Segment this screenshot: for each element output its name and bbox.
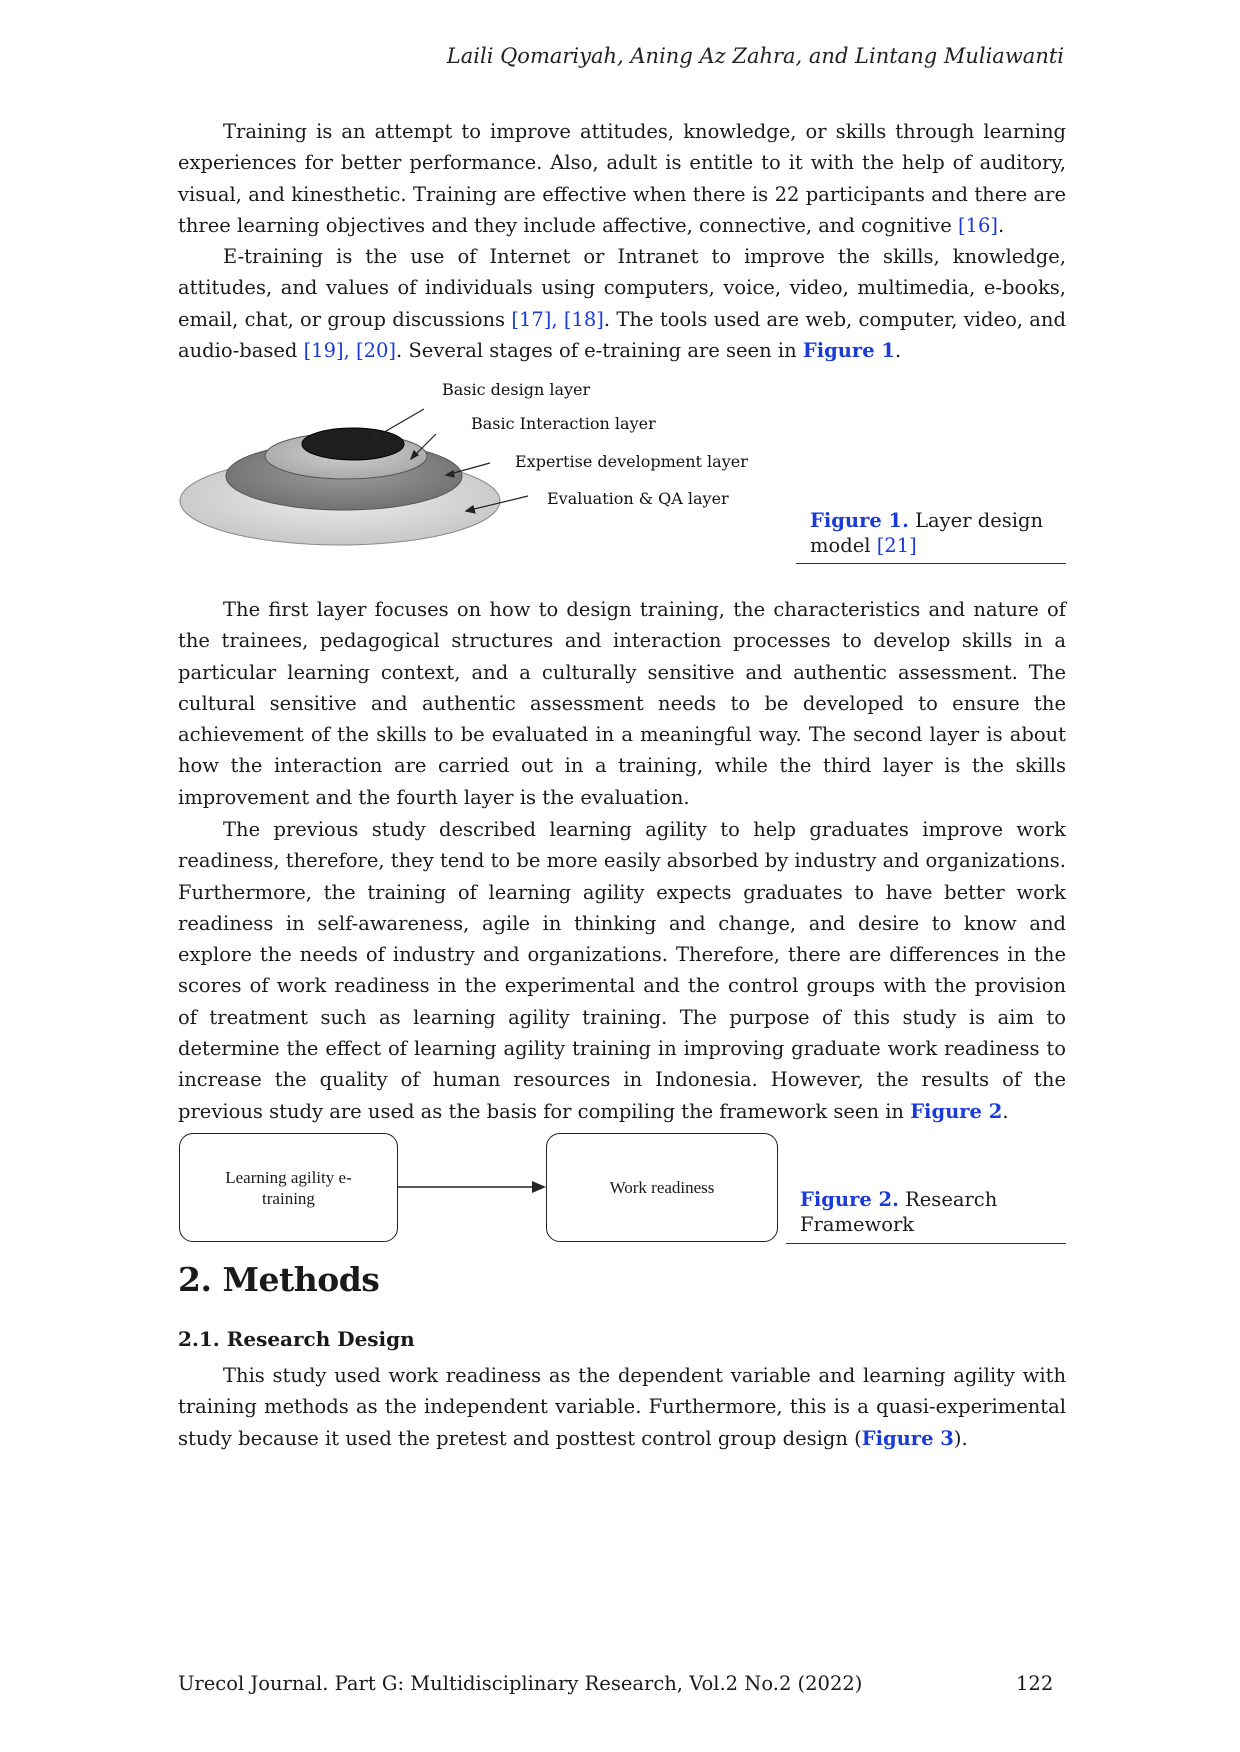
arrowhead: [369, 430, 381, 441]
paragraph-text: The first layer focuses on how to design…: [178, 598, 1066, 809]
box-work-readiness: Work readiness: [546, 1133, 778, 1242]
paragraph-previous-study: The previous study described learning ag…: [178, 818, 1066, 1123]
leader-line: [373, 408, 425, 439]
caption-text: Research Framework: [800, 1188, 998, 1236]
box-label: Learning agility e-training: [225, 1167, 352, 1208]
paragraph-text: Training is an attempt to improve attitu…: [178, 120, 1066, 237]
arrowhead: [444, 470, 455, 478]
layer-model-diagram: [179, 408, 529, 546]
framework-arrow: [398, 1181, 546, 1193]
paragraph-training: Training is an attempt to improve attitu…: [178, 120, 1066, 237]
label-basic-interaction-layer: Basic Interaction layer: [471, 414, 656, 433]
figure-1-layer-model: Basic design layer Basic Interaction lay…: [178, 376, 748, 561]
caption-rule: [796, 563, 1066, 564]
figure-1-label[interactable]: Figure 1.: [810, 509, 909, 532]
box-label: Work readiness: [609, 1178, 715, 1197]
leader-line: [413, 433, 437, 457]
arrowhead: [464, 505, 476, 514]
subsection-heading-research-design: 2.1. Research Design: [178, 1327, 415, 1351]
paragraph-layers: The first layer focuses on how to design…: [178, 594, 1066, 813]
caption-text: Layer design model: [810, 509, 1044, 557]
paragraph-text: . The tools used are web, computer, vide…: [178, 307, 1066, 362]
section-heading-methods: 2. Methods: [178, 1260, 380, 1299]
paragraph-text: This study used work readiness as the de…: [178, 1364, 1066, 1450]
label-evaluation-qa-layer: Evaluation & QA layer: [547, 489, 729, 508]
citation-link[interactable]: [16]: [957, 213, 998, 237]
page-number: 122: [1016, 1672, 1054, 1695]
citation-link[interactable]: [17], [18]: [511, 307, 604, 331]
citation-link[interactable]: [21]: [876, 534, 917, 557]
paragraph-text: E-training is the use of Internet or Int…: [178, 245, 1066, 331]
box-learning-agility-etraining: Learning agility e-training: [179, 1133, 398, 1242]
figure-2-link[interactable]: Figure 2: [910, 1099, 1003, 1123]
leader-line: [469, 495, 529, 511]
label-basic-design-layer: Basic design layer: [442, 380, 591, 399]
figure-1-caption: Figure 1. Layer design model [21]: [810, 508, 1060, 558]
footer-journal-citation: Urecol Journal. Part G: Multidisciplinar…: [178, 1672, 863, 1695]
paragraph-text: The previous study described learning ag…: [178, 818, 1066, 1123]
paragraph-research-design: This study used work readiness as the de…: [178, 1360, 1066, 1454]
figure-3-link[interactable]: Figure 3: [861, 1426, 954, 1450]
running-head-authors: Laili Qomariyah, Aning Az Zahra, and Lin…: [446, 44, 1064, 68]
figure-2-label[interactable]: Figure 2.: [800, 1188, 899, 1211]
label-expertise-development-layer: Expertise development layer: [515, 452, 748, 471]
paragraph-etraining: E-training is the use of Internet or Int…: [178, 245, 1066, 362]
figure-2-caption: Figure 2. Research Framework: [800, 1187, 1050, 1237]
citation-link[interactable]: [19], [20]: [303, 338, 397, 362]
paragraph-text: . Several stages of e-training are seen …: [396, 338, 797, 362]
caption-rule: [786, 1243, 1066, 1244]
figure-1-link[interactable]: Figure 1: [802, 338, 895, 362]
leader-line: [449, 462, 491, 475]
design-layer-ellipse: [301, 427, 405, 461]
arrowhead: [409, 449, 419, 461]
paragraph-text: ).: [953, 1426, 968, 1450]
